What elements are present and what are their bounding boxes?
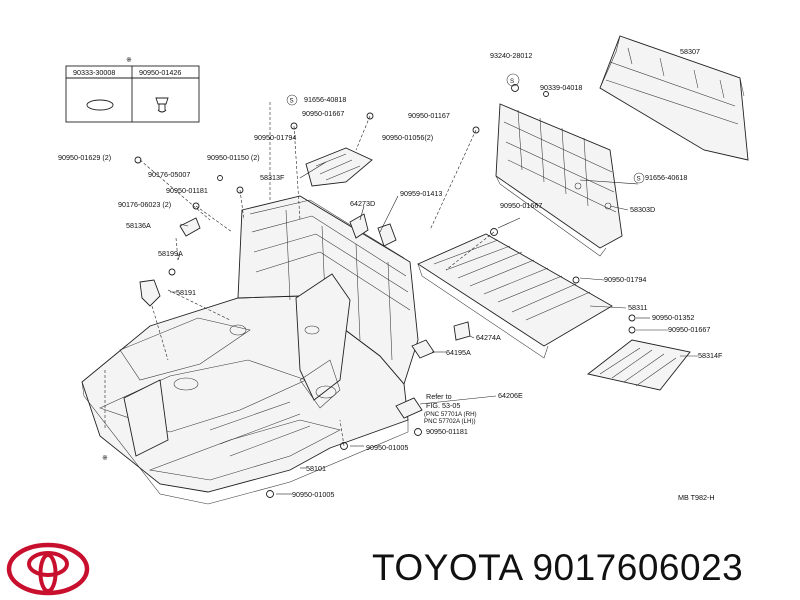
label-90959-01413: 90959-01413 [400, 189, 442, 198]
label-64195A: 64195A [446, 348, 471, 357]
label-90950-01181-b: 90950-01181 [426, 427, 468, 436]
label-90950-01056: 90950-01056(2) [382, 133, 433, 142]
label-58307: 58307 [680, 47, 700, 56]
fastener-icon [217, 175, 223, 181]
label-58136A: 58136A [126, 221, 151, 230]
brand-part-number: TOYOTA 9017606023 [372, 547, 744, 588]
toyota-logo-icon [6, 542, 90, 596]
label-58303D: 58303D [630, 205, 655, 214]
label-90176-06023: 90176-06023 (2) [118, 200, 171, 209]
part-64206E [395, 397, 423, 419]
fastener-icon [490, 228, 498, 236]
label-58314F: 58314F [698, 351, 723, 360]
clip-table: ※ 90333-30008 90950-01426 [65, 55, 200, 123]
fastener-icon [572, 276, 580, 284]
label-93240-28012: 93240-28012 [490, 51, 532, 60]
leader-lines [170, 161, 698, 495]
fastener-icon [192, 202, 200, 210]
label-91656-40618: 91656-40618 [645, 173, 687, 182]
floor-asterisk: ※ [102, 453, 108, 462]
label-90950-01667-c: 90950-01667 [668, 325, 710, 334]
label-90950-01667-a: 90950-01667 [302, 109, 344, 118]
table-header-col2: 90950-01426 [139, 68, 181, 77]
label-58191: 58191 [176, 288, 196, 297]
label-58311: 58311 [628, 303, 647, 312]
part-90959-01413 [377, 223, 397, 247]
fastener-icon [511, 84, 519, 92]
refer-line-3: (PNC 57701A (RH) [424, 411, 477, 418]
refer-line-2: FIG. 53-05 [426, 401, 460, 410]
part-58191 [139, 279, 161, 307]
construction-lines [104, 102, 495, 447]
refer-line-1: Refer to [426, 392, 452, 401]
clip-icon [155, 97, 169, 113]
label-64274A: 64274A [476, 333, 501, 342]
label-90176-05007: 90176-05007 [148, 170, 190, 179]
part-64273D [349, 213, 369, 239]
part-58307 [599, 35, 749, 161]
table-header-col1: 90333-30008 [73, 68, 115, 77]
part-labels: 58307 93240-28012 90339-04018 91656-4081… [58, 47, 723, 502]
diagram-ref-mark: MB T982-H [678, 493, 715, 502]
fastener-icon [168, 268, 176, 276]
label-90950-01667-b: 90950-01667 [500, 201, 542, 210]
fastener-icon [472, 126, 480, 134]
fastener-icon [366, 112, 374, 120]
fastener-icon [414, 428, 422, 436]
fastener-icon [340, 442, 348, 450]
fastener-icon [628, 314, 636, 322]
label-90339-04018: 90339-04018 [540, 83, 582, 92]
fastener-icon [543, 91, 549, 97]
fastener-icon [266, 490, 274, 498]
part-58101-floor [81, 195, 419, 505]
label-90950-01167: 90950-01167 [408, 111, 450, 120]
label-90950-01150: 90950-01150 (2) [207, 153, 260, 162]
label-90950-01005-b: 90950-01005 [292, 490, 334, 499]
fasteners: S S S [134, 73, 645, 498]
label-58101: 58101 [306, 464, 326, 473]
label-58313F: 58313F [260, 173, 285, 182]
table-asterisk: ※ [126, 55, 132, 64]
part-58303D [495, 103, 623, 257]
label-90950-01181-a: 90950-01181 [166, 186, 208, 195]
s-mark-icon [633, 172, 645, 184]
label-64273D: 64273D [350, 199, 375, 208]
part-58136A [179, 217, 201, 237]
part-58314F [586, 339, 691, 391]
fastener-icon [134, 156, 142, 164]
fastener-icon [236, 186, 244, 194]
svg-text:S: S [510, 78, 514, 85]
label-90950-01629: 90950-01629 (2) [58, 153, 111, 162]
label-90950-01005-a: 90950-01005 [366, 443, 408, 452]
svg-text:S: S [637, 176, 641, 183]
part-58313F [305, 147, 373, 187]
s-mark-icon [286, 94, 298, 106]
label-90950-01794-b: 90950-01794 [604, 275, 646, 284]
refer-line-4: PNC 57702A (LH)) [424, 418, 476, 425]
label-90950-01352: 90950-01352 [652, 313, 694, 322]
svg-text:S: S [290, 98, 294, 105]
label-91656-40818: 91656-40818 [304, 95, 346, 104]
label-58199A: 58199A [158, 249, 183, 258]
part-58311 [417, 233, 613, 359]
label-64206E: 64206E [498, 391, 523, 400]
fastener-icon [628, 326, 636, 334]
part-64274A [453, 321, 471, 341]
grommet-icon [86, 99, 114, 111]
label-90950-01794-a: 90950-01794 [254, 133, 296, 142]
s-mark-icon [506, 73, 520, 87]
